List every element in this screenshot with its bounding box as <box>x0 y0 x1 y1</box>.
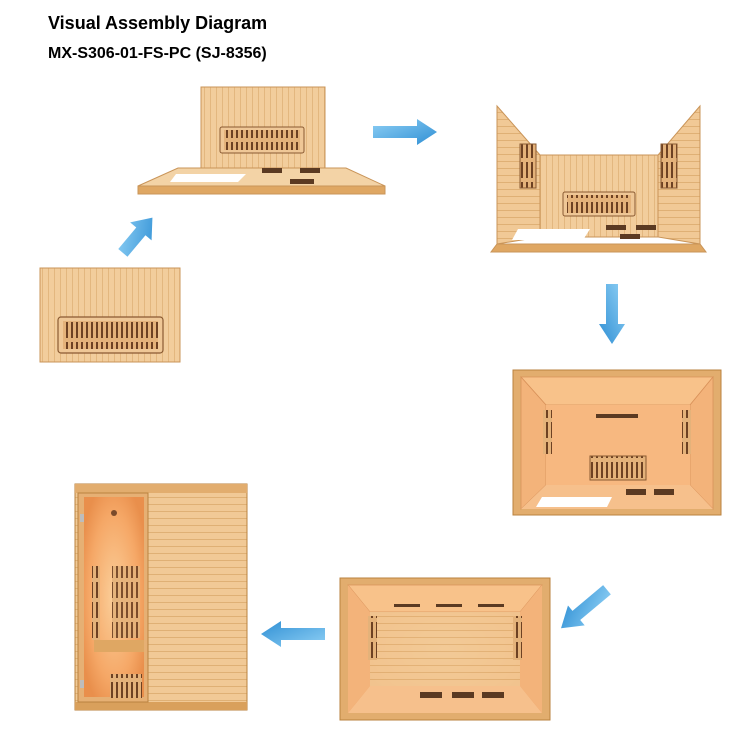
arrow-step-3-to-4 <box>599 284 625 344</box>
arrow-step-1-to-2 <box>118 217 153 257</box>
arrow-step-5-to-6 <box>261 621 325 647</box>
page-title: Visual Assembly Diagram <box>48 13 268 33</box>
step-side-walls-added <box>490 104 707 253</box>
arrow-step-2-to-3 <box>373 119 437 145</box>
door-hinge-bottom <box>80 680 84 688</box>
door-hinge-top <box>80 514 84 522</box>
step-front-view-interior <box>512 369 722 516</box>
heater-panel <box>63 321 158 349</box>
model-number: MX-S306-01-FS-PC (SJ-8356) <box>48 45 267 62</box>
step-roof-view-interior <box>339 577 551 721</box>
arrow-step-4-to-5 <box>561 585 611 629</box>
step-floor-and-back-wall <box>137 86 386 195</box>
step-completed-sauna <box>74 483 248 711</box>
step-back-panel-with-heater <box>39 267 181 363</box>
